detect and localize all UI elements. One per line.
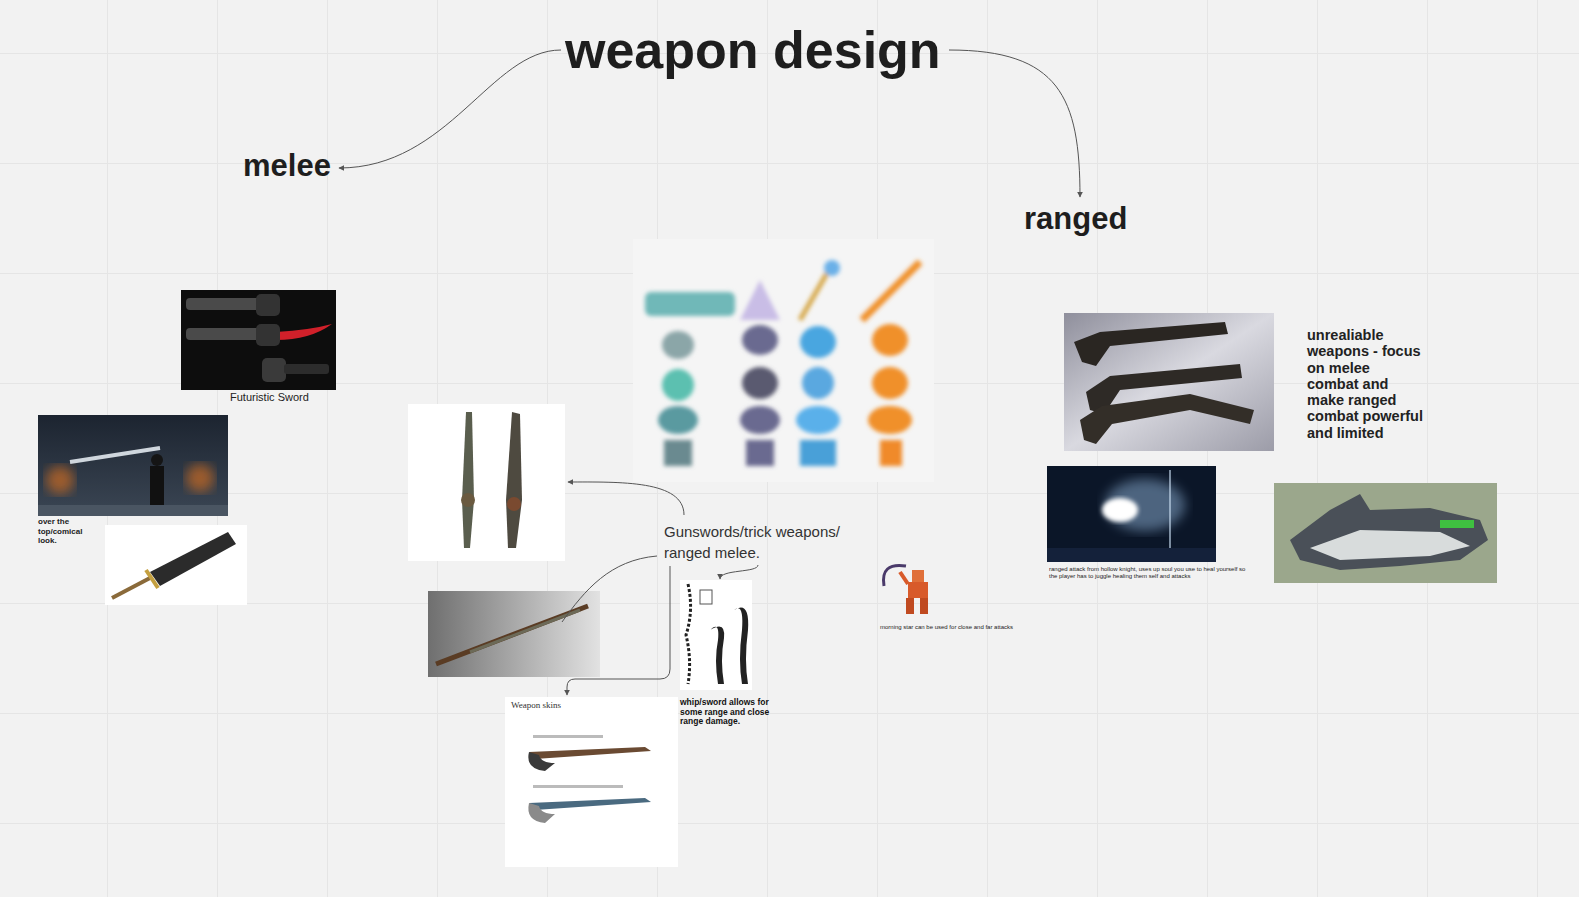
skins-panel: Weapon skins xyxy=(505,697,678,867)
branch-node: ranged xyxy=(1024,201,1132,237)
title-node: weapon design xyxy=(565,20,945,80)
greatsword-scene-image xyxy=(38,415,228,516)
node-text: melee xyxy=(243,148,335,184)
whip-image xyxy=(680,580,752,690)
topic-node: Gunswords/trick weapons/ ranged melee. xyxy=(664,521,868,563)
connector xyxy=(567,566,670,695)
leader-line xyxy=(568,482,684,515)
node-text: ranged xyxy=(1024,201,1132,237)
buster-sword-image xyxy=(105,525,247,605)
futuristic-sword-image xyxy=(181,290,336,390)
panel-heading: Weapon skins xyxy=(511,700,672,710)
leader-line xyxy=(562,556,657,622)
axe-gun-drawings xyxy=(505,697,678,867)
node-text: Gunswords/trick weapons/ ranged melee. xyxy=(664,521,868,563)
whip-drawing xyxy=(680,580,752,690)
connector xyxy=(339,50,561,168)
hollow-knight-image xyxy=(1047,466,1216,562)
branch-node: melee xyxy=(243,148,335,184)
image-caption: over the top/comical look. xyxy=(38,517,98,546)
gunsword-image xyxy=(408,404,565,561)
shark-gun-sprite xyxy=(1274,483,1497,583)
sprite-sheet-image xyxy=(633,239,934,482)
morning-star-sprite xyxy=(883,565,928,614)
flintlock-pistols-image xyxy=(1064,313,1274,451)
connector xyxy=(949,50,1080,197)
note-text: unrealiable weapons - focus on melee com… xyxy=(1307,327,1425,441)
connector xyxy=(720,565,758,579)
rifle-image xyxy=(428,591,600,677)
image-caption: morning star can be used for close and f… xyxy=(880,624,1055,631)
whip-panel: whip/sword allows for some range and clo… xyxy=(680,580,776,727)
image-caption: whip/sword allows for some range and clo… xyxy=(680,698,776,727)
image-caption: ranged attack from hollow knight, uses u… xyxy=(1049,566,1249,580)
image-caption: Futuristic Sword xyxy=(230,391,309,403)
node-text: weapon design xyxy=(565,20,945,80)
